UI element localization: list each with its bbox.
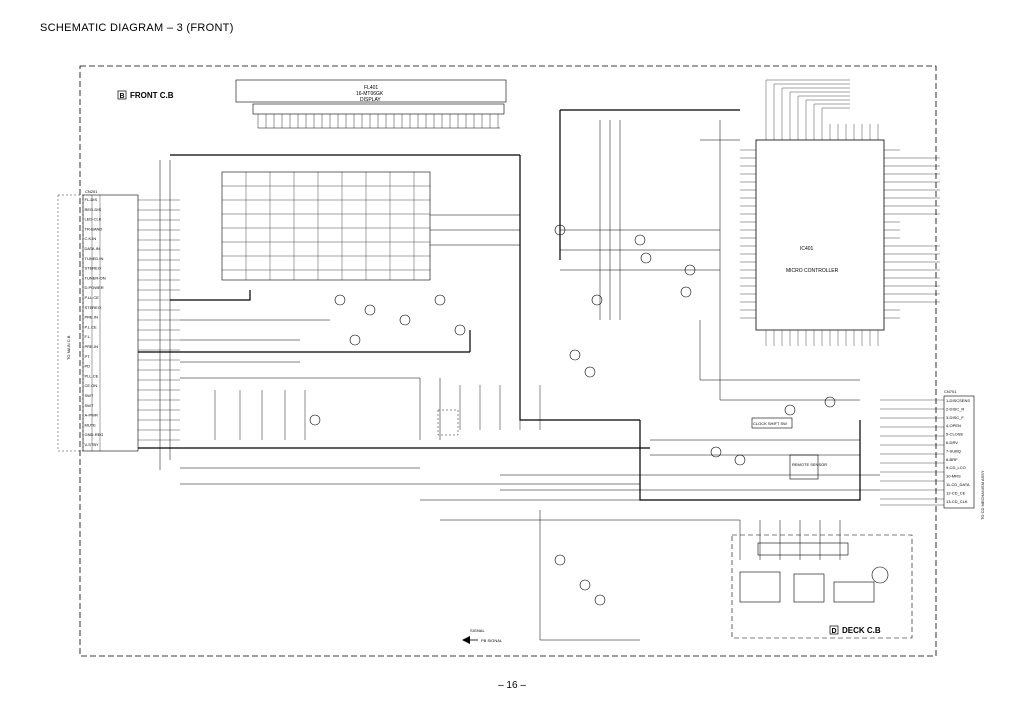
deck-board-label: D DECK C.B <box>829 625 881 635</box>
left-pin-label: SWT <box>85 403 94 408</box>
left-pin-label: D.POWER <box>85 285 104 290</box>
remote-sensor-label: REMOTE SENSOR <box>792 462 827 467</box>
left-pin-label: V-STBY <box>85 442 100 447</box>
right-pin-label: 5-CLOSE <box>946 432 963 437</box>
svg-text:FRONT C.B: FRONT C.B <box>130 91 174 100</box>
left-connector-pins: FL-DIS REG-DIS LED-CLK TR-BAND C.K.IN DATA.IN… <box>85 197 106 447</box>
right-pin-label: 4-OPEN <box>946 423 961 428</box>
left-pin-label: P.LL.CE <box>85 295 100 300</box>
page-title: SCHEMATIC DIAGRAM – 3 (FRONT) <box>40 22 234 34</box>
right-pin-label: 3-DISC_F <box>946 415 964 420</box>
svg-text:B: B <box>120 93 125 100</box>
left-pin-label: C.K.IN <box>85 236 97 241</box>
right-pin-label: 2-DISC_R <box>946 406 964 411</box>
left-pin-label: F.L. <box>85 334 91 339</box>
left-pin-label: STEREO <box>85 266 101 271</box>
right-pin-label: 9-CD_LCO <box>946 465 966 470</box>
left-arrow-icon <box>462 636 470 644</box>
svg-text:SIGNAL: SIGNAL <box>470 628 485 633</box>
left-connector-ref: CN201 <box>85 189 98 194</box>
left-pin-label: P.L.CE <box>85 324 97 329</box>
left-pin-label: PD <box>85 364 91 369</box>
page-number: – 16 – <box>498 680 526 691</box>
right-pin-label: 11-CD_DATA <box>946 482 970 487</box>
left-pin-label: TUNED.IN <box>85 256 104 261</box>
front-board-label: B FRONT C.B <box>117 90 174 100</box>
svg-text:PB SIGNAL: PB SIGNAL <box>481 638 503 643</box>
right-connector-ref: CN701 <box>944 389 957 394</box>
clock-shift-label: CLOCK SHIFT SW <box>753 421 787 426</box>
left-pin-label: STEREO <box>85 305 101 310</box>
left-pin-label: TUNER-ON <box>85 275 106 280</box>
right-pin-label: 12-CD_CE <box>946 490 966 495</box>
right-pin-label: 13-CD_CLK <box>946 499 968 504</box>
signal-legend: SIGNAL PB SIGNAL <box>462 628 503 644</box>
board-outline <box>79 65 937 657</box>
left-pin-label: PLL.CE <box>85 373 99 378</box>
left-pin-label: REG-DIS <box>85 207 102 212</box>
right-pin-label: 6-DRV <box>946 440 958 445</box>
right-pin-label: 7-SUBQ <box>946 448 961 453</box>
left-pin-label: GND-REG <box>85 432 104 437</box>
right-pin-label: 10-MRS <box>946 474 961 479</box>
right-connector-pins: 1-DISCSENS 2-DISC_R 3-DISC_F 4-OPEN 5-CLOSE 6… <box>946 398 970 504</box>
left-pin-label: PRE.IN <box>85 315 98 320</box>
left-pin-label: PT <box>85 354 91 359</box>
svg-text:DECK C.B: DECK C.B <box>842 626 881 635</box>
ic-desc: MICRO CONTROLLER <box>786 268 839 274</box>
ic-ref: IC401 <box>800 246 814 252</box>
display-part: 16-MT06GK <box>356 91 384 97</box>
left-connector-side-label: TO MAIN C.B <box>66 335 71 360</box>
left-pin-label: DATA.IN <box>85 246 100 251</box>
left-pin-label: PRE-IN <box>85 344 99 349</box>
left-pin-label: FL-DIS <box>85 197 98 202</box>
left-pin-label: TR-BAND <box>85 226 103 231</box>
left-pin-label: CE.ON <box>85 383 98 388</box>
right-pin-label: 1-DISCSENS <box>946 398 970 403</box>
left-pin-label: LED-CLK <box>85 217 102 222</box>
right-connector-side-label: TO CD MECHANISM ASSY <box>980 470 985 520</box>
display-ref: FL401 <box>364 85 378 91</box>
svg-text:D: D <box>832 628 837 635</box>
left-pin-label: MUTE <box>85 422 97 427</box>
left-pin-label: SWT <box>85 393 94 398</box>
display-desc: DISPLAY <box>360 97 381 103</box>
left-pin-label: A-PWR <box>85 413 98 418</box>
right-pin-label: 8-BRF <box>946 457 958 462</box>
